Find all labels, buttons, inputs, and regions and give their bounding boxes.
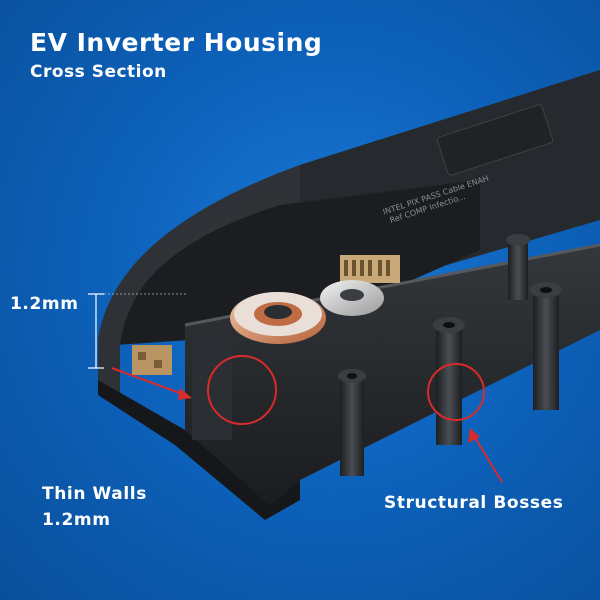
structural-boss (433, 317, 465, 445)
page-subtitle: Cross Section (30, 62, 167, 82)
housing-end-wall (98, 165, 300, 395)
structural-boss (530, 282, 562, 410)
housing-underside (98, 380, 300, 520)
small-connector (132, 345, 172, 375)
silver-bushing (320, 280, 384, 316)
page-title: EV Inverter Housing (30, 28, 323, 57)
thin-walls-label: Thin Walls (42, 484, 147, 504)
copper-ring (230, 292, 326, 344)
thin-wall-arrow (111, 367, 192, 400)
structural-boss (506, 234, 530, 300)
boss-arrow (468, 428, 503, 483)
thin-wall-highlight-circle (207, 355, 277, 425)
structural-bosses-label: Structural Bosses (384, 493, 564, 513)
pin-header-connector (340, 255, 400, 283)
housing-cavity (115, 180, 480, 345)
structural-boss (338, 369, 366, 476)
boss-highlight-circle (427, 363, 485, 421)
thin-walls-value: 1.2mm (42, 510, 111, 530)
label-plate (436, 104, 554, 176)
dimension-marker (88, 293, 188, 369)
dimension-label: 1.2mm (10, 294, 79, 314)
wall-post (192, 330, 232, 440)
